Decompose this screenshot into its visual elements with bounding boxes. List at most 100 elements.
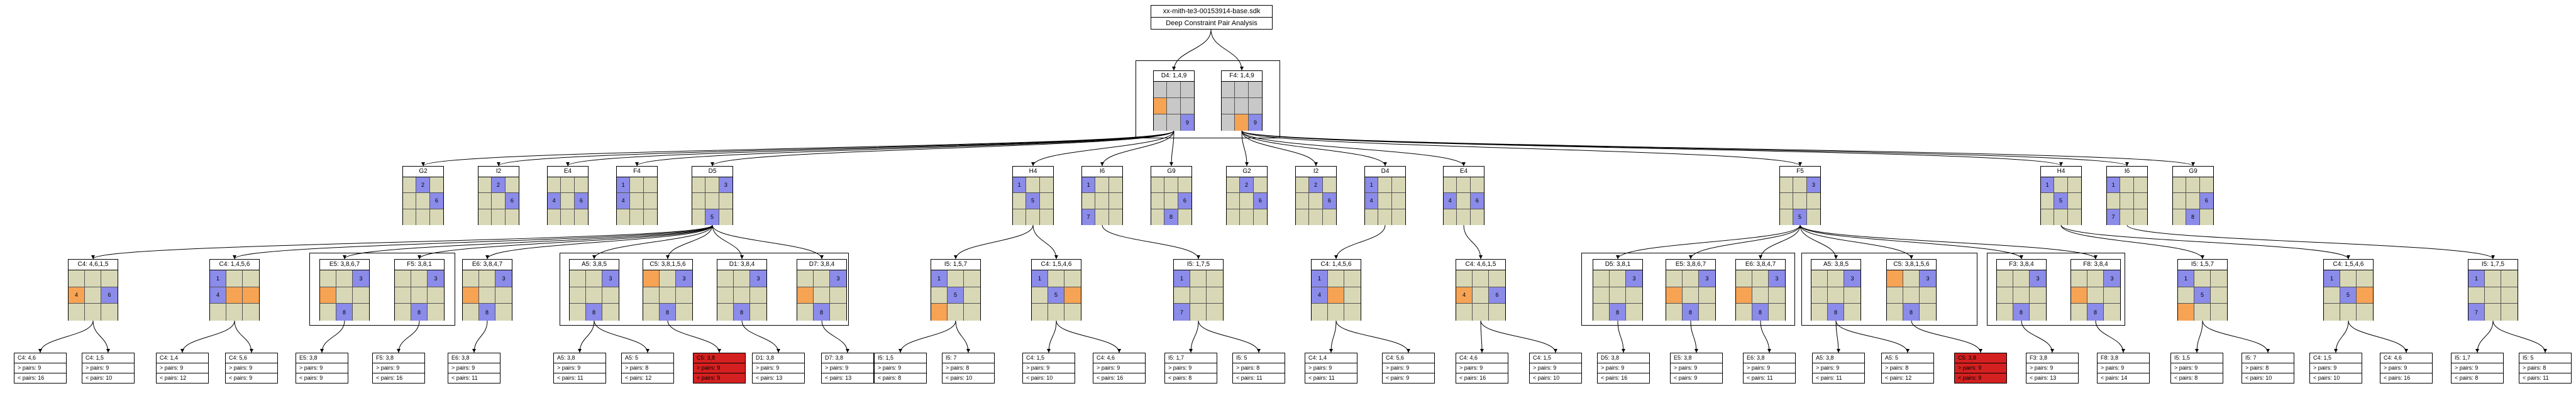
grid-cell: 4 [1365, 193, 1379, 209]
grid-cell: 8 [336, 304, 353, 321]
grid-cell [2104, 287, 2120, 304]
tree-edge [821, 320, 848, 353]
grid-cell [2030, 287, 2046, 304]
leaf-l2: > pairs: 9 [2310, 363, 2362, 373]
edge-arrowhead [635, 162, 639, 166]
leaf-l2: > pairs: 9 [1955, 363, 2006, 373]
grid-cell [2173, 193, 2187, 209]
grid-cell [1391, 209, 1405, 225]
result-leaf: C4: 1,4> pairs: 9< pairs: 12 [156, 353, 209, 384]
tree-edge [1241, 130, 1317, 167]
grid-cell [492, 209, 506, 225]
leaf-label: C5: 3,8 [1958, 355, 1977, 361]
leaf-l3: < pairs: 11 [448, 373, 500, 383]
leaf-label: F8: 3,8 [2101, 355, 2119, 361]
leaf-l2: > pairs: 9 [1093, 363, 1145, 373]
grid-cell: 6 [101, 287, 118, 304]
grid-cell: 8 [814, 304, 830, 321]
grid-cell: 1 [1174, 270, 1190, 287]
grid-cell: 2 [1240, 177, 1254, 194]
edge-arrowhead [1979, 349, 1982, 353]
tree-edge [594, 224, 713, 260]
tree-edge [1241, 130, 1386, 167]
grid-cell [1793, 193, 1807, 209]
grid-cell [1626, 304, 1642, 321]
grid-cell: 3 [353, 270, 369, 287]
grid-cell [1844, 287, 1860, 304]
grid-cell: 6 [429, 193, 443, 209]
grid-cell [1457, 209, 1471, 225]
grid-cell [1828, 287, 1844, 304]
edge-arrowhead [2491, 255, 2495, 259]
grid-cell [463, 287, 479, 304]
grid-cell [1064, 270, 1081, 287]
result-leaf: A5: 5> pairs: 8< pairs: 12 [1881, 353, 1934, 384]
grid-cell [1470, 177, 1484, 194]
grid-cell: 3 [1769, 270, 1785, 287]
edge-arrowhead [1554, 349, 1557, 353]
leaf-l2: > pairs: 9 [1598, 363, 1649, 373]
tree-edge [1335, 224, 1386, 260]
tree-edge [1173, 29, 1212, 71]
grid-cell [1235, 82, 1249, 98]
grid-cell [353, 304, 369, 321]
grid-cell [964, 304, 980, 321]
grid-cell [1699, 287, 1715, 304]
leaf-l3: < pairs: 13 [753, 373, 804, 383]
branch-cluster [560, 253, 849, 326]
grid-cell [1154, 82, 1168, 98]
branch-cluster [1581, 253, 1795, 326]
result-leaf: A5: 3,8> pairs: 9< pairs: 11 [1812, 353, 1865, 384]
grid-cell [1593, 304, 1610, 321]
leaf-label: E5: 3,8 [1674, 355, 1692, 361]
grid-cell [2357, 287, 2373, 304]
grid-cell: 4 [1444, 193, 1457, 209]
grid-cell [1736, 304, 1752, 321]
grid-cell [1328, 287, 1344, 304]
result-leaf: E5: 3,8> pairs: 9< pairs: 9 [296, 353, 348, 384]
leaf-l3: < pairs: 16 [2380, 373, 2432, 383]
grid-cell [428, 287, 444, 304]
edge-arrowhead [1100, 162, 1104, 166]
leaf-l3: < pairs: 8 [1165, 373, 1217, 383]
grid-cell [719, 209, 732, 225]
tree-edge [2202, 320, 2269, 353]
result-leaf: C4: 4,6> pairs: 9< pairs: 16 [1093, 353, 1146, 384]
grid-cell [1610, 287, 1626, 304]
edge-arrowhead [1169, 162, 1173, 166]
grid-cell: 5 [948, 287, 964, 304]
grid-cell [2211, 287, 2227, 304]
grid-cell [1593, 287, 1610, 304]
node-label: D5 [692, 167, 732, 177]
edge-arrowhead [646, 349, 650, 353]
leaf-l3: < pairs: 16 [14, 373, 66, 383]
grid-cell [2013, 287, 2030, 304]
grid-cell: 3 [1920, 270, 1936, 287]
grid-cell [570, 270, 586, 287]
grid-cell [1039, 209, 1053, 225]
node-label: F4 [617, 167, 657, 177]
grid-cell: 3 [1844, 270, 1860, 287]
grid-cell [1190, 287, 1207, 304]
edge-arrowhead [1622, 349, 1625, 353]
node-label: I2 [1296, 167, 1336, 177]
grid-cell [548, 177, 561, 194]
edge-arrowhead [1257, 349, 1261, 353]
grid-cell: 5 [2054, 193, 2068, 209]
node-label: D7: 3,8,4 [797, 260, 846, 270]
edge-arrowhead [1798, 162, 1802, 166]
tree-edge [1799, 224, 1912, 260]
grid-cell [2087, 287, 2104, 304]
header-title: Deep Constraint Pair Analysis [1151, 17, 1272, 29]
